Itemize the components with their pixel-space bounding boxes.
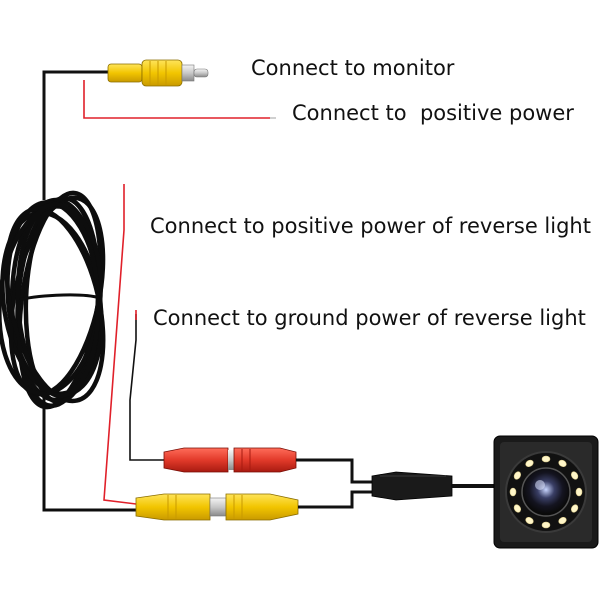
led-11 [513,471,521,480]
red-power-connector [163,447,374,484]
label-connect-reverse-positive: Connect to positive power of reverse lig… [150,214,591,238]
label-connect-monitor: Connect to monitor [251,56,455,80]
yellow-video-connector [135,490,374,521]
led-7 [541,521,551,529]
led-8 [525,517,534,525]
led-12 [525,459,534,467]
led-5 [571,504,579,513]
camera-leds [509,455,583,529]
reverse-positive-wire [103,184,137,505]
label-connect-positive-power: Connect to positive power [292,101,574,125]
backup-camera [493,435,599,549]
positive-power-wire [83,80,276,119]
coiled-extension-cable [0,190,136,512]
led-9 [513,504,521,513]
reverse-ground-wire [129,310,164,461]
label-connect-reverse-ground: Connect to ground power of reverse light [153,306,586,330]
led-10 [509,487,517,497]
rca-video-plug [107,59,209,87]
led-6 [558,517,567,525]
monitor-cable [42,70,110,200]
led-4 [575,487,583,497]
led-1 [541,455,551,463]
led-2 [558,459,567,467]
cable-splitter [371,471,494,501]
led-3 [571,471,579,480]
